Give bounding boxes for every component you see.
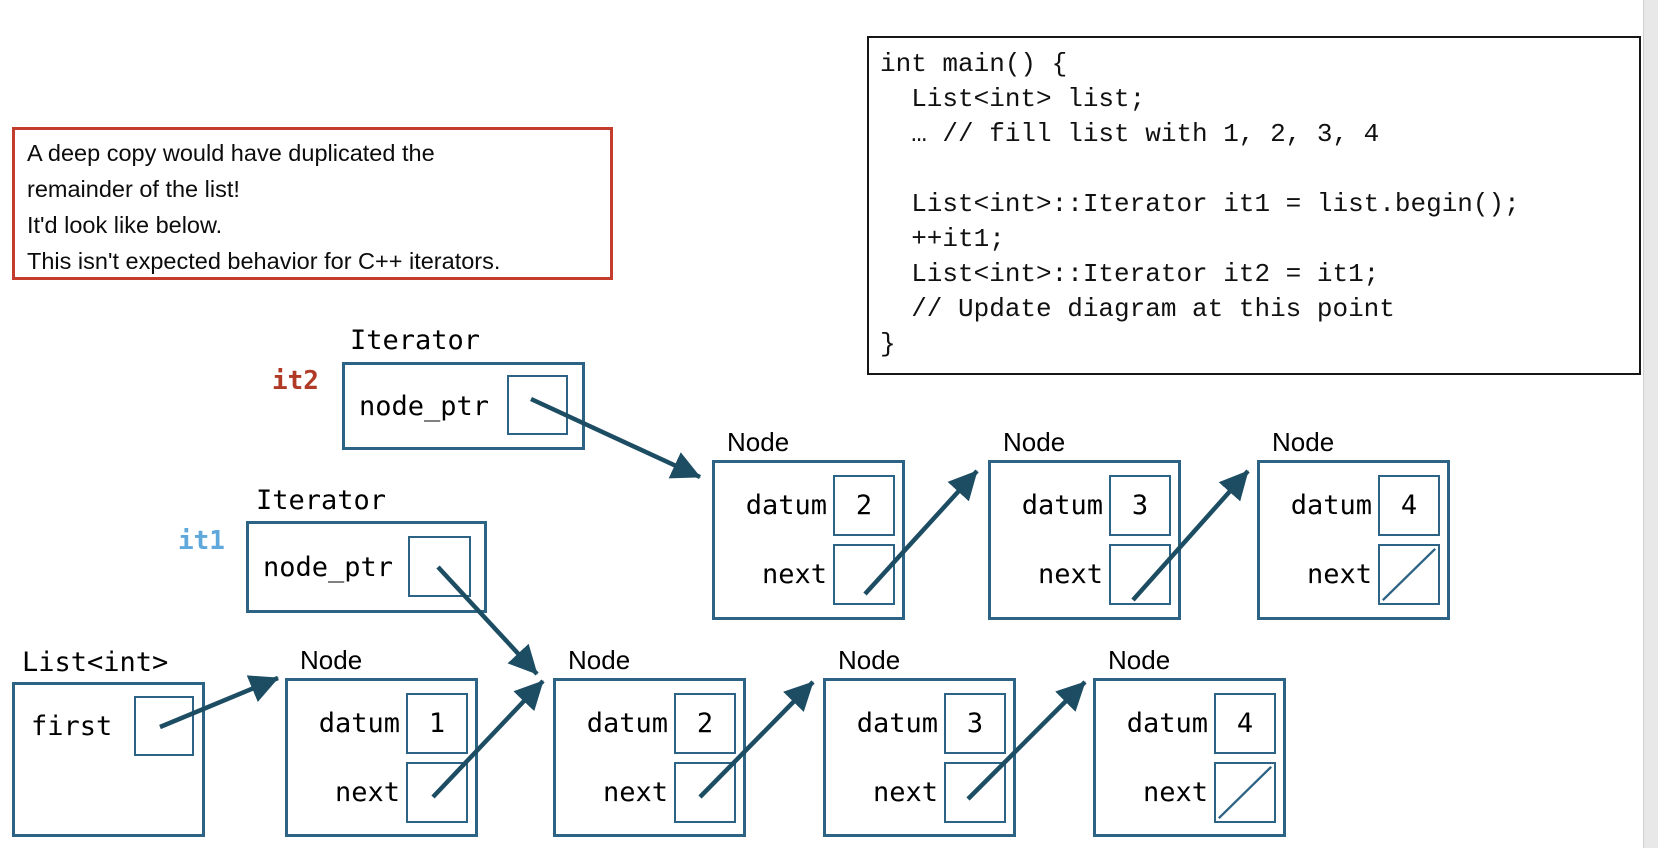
copy-node-3-datum-cell: 3 [1109,475,1171,536]
node-title: Node [1003,427,1066,457]
next-field-label: next [1306,559,1372,590]
list-node-4-next-cell [1214,762,1276,823]
copy-node-4-datum-cell: 4 [1378,475,1440,536]
datum-value: 2 [855,490,873,521]
list-first-cell [134,696,194,756]
code-line: ++it1; [880,224,1005,254]
null-pointer-slash [1217,765,1273,820]
datum-field-label: datum [318,708,400,739]
it1-node-ptr-cell [408,536,471,597]
node-ptr-field-label: node_ptr [359,390,490,422]
it2-variable-label: it2 [272,366,319,396]
node-title: Node [1108,645,1171,675]
next-field-label: next [761,559,827,590]
list-node-1: datum 1 next [285,678,478,837]
it2-node-ptr-cell [507,375,568,435]
datum-value: 3 [1131,490,1149,521]
null-pointer-slash [1381,547,1437,602]
note-box: A deep copy would have duplicated the re… [12,127,613,280]
node-title: Node [838,645,901,675]
code-line: // Update diagram at this point [880,294,1395,324]
node-title: Node [1272,427,1335,457]
list-box: first [12,682,205,837]
datum-value: 4 [1400,490,1418,521]
it2-iterator-box: node_ptr [342,362,585,450]
datum-field-label: datum [1021,490,1103,521]
datum-value: 2 [696,708,714,739]
next-field-label: next [602,777,668,808]
node-title: Node [568,645,631,675]
list-node-2-datum-cell: 2 [674,693,736,754]
datum-field-label: datum [1290,490,1372,521]
list-node-1-next-cell [406,762,468,823]
code-line: int main() { [880,49,1068,79]
code-line: } [880,329,896,359]
copy-node-4-next-cell [1378,544,1440,605]
next-field-label: next [872,777,938,808]
list-node-3-datum-cell: 3 [944,693,1006,754]
next-field-label: next [334,777,400,808]
datum-field-label: datum [1126,708,1208,739]
node-ptr-field-label: node_ptr [263,551,394,583]
copy-node-3-next-cell [1109,544,1171,605]
list-node-3: datum 3 next [823,678,1016,837]
copy-node-2-datum-cell: 2 [833,475,895,536]
list-type-label: List<int> [22,647,169,678]
canvas-edge-gutter [1643,0,1658,848]
copy-node-3: datum 3 next [988,460,1181,620]
datum-field-label: datum [745,490,827,521]
code-line: List<int>::Iterator it2 = it1; [880,259,1380,289]
datum-value: 3 [966,708,984,739]
copy-node-2: datum 2 next [712,460,905,620]
iterator-type-label: Iterator [256,485,387,516]
list-node-1-datum-cell: 1 [406,693,468,754]
first-field-label: first [31,710,113,742]
node-title: Node [300,645,363,675]
datum-value: 1 [428,708,446,739]
list-node-2: datum 2 next [553,678,746,837]
list-node-3-next-cell [944,762,1006,823]
next-field-label: next [1142,777,1208,808]
next-field-label: next [1037,559,1103,590]
note-line: remainder of the list! [27,176,240,202]
datum-field-label: datum [586,708,668,739]
list-node-4-datum-cell: 4 [1214,693,1276,754]
code-line: List<int> list; [880,84,1146,114]
it1-iterator-box: node_ptr [246,521,487,613]
it1-variable-label: it1 [178,526,225,556]
list-node-2-next-cell [674,762,736,823]
copy-node-4: datum 4 next [1257,460,1450,620]
code-line: List<int>::Iterator it1 = list.begin(); [880,189,1520,219]
list-node-4: datum 4 next [1093,678,1286,837]
note-line: A deep copy would have duplicated the [27,140,435,166]
code-panel: int main() { List<int> list; … // fill l… [867,36,1641,375]
code-line: … // fill list with 1, 2, 3, 4 [880,119,1380,149]
code-line [880,152,1639,187]
copy-node-2-next-cell [833,544,895,605]
note-line: This isn't expected behavior for C++ ite… [27,248,501,274]
iterator-type-label: Iterator [350,325,481,356]
node-title: Node [727,427,790,457]
note-line: It'd look like below. [27,212,223,238]
datum-value: 4 [1236,708,1254,739]
datum-field-label: datum [856,708,938,739]
